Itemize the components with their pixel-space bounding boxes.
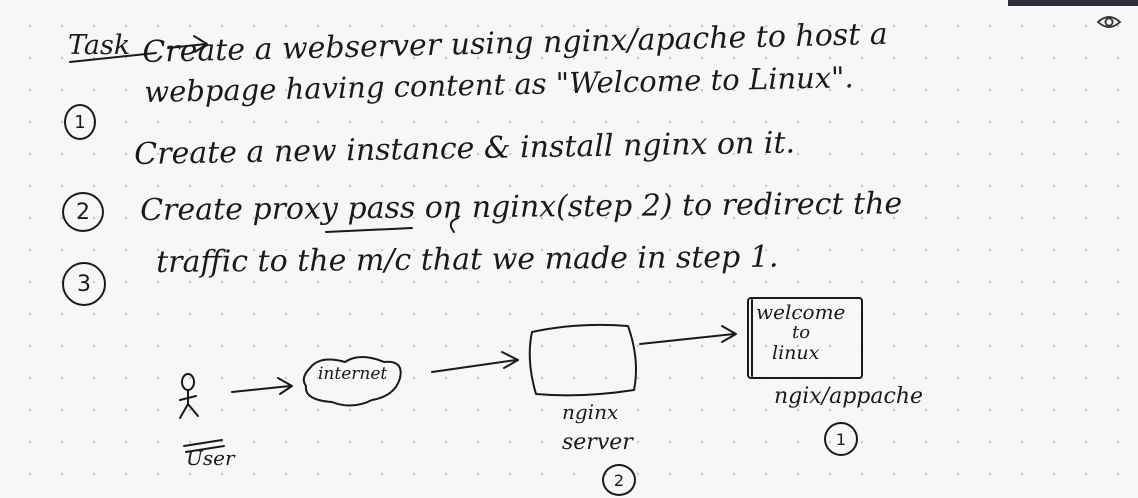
page-content-line-1: welcome — [756, 300, 846, 324]
arrow-user-to-internet — [231, 377, 293, 395]
nginx-label-bottom: server — [562, 430, 633, 455]
eye-icon[interactable] — [1096, 12, 1122, 32]
backend-label: ngix/appache — [774, 384, 924, 409]
user-head — [181, 373, 195, 391]
step-1-badge: 1 — [64, 104, 96, 140]
user-label: User — [186, 446, 235, 470]
backend-step-badge: 1 — [824, 422, 858, 456]
page-content-line-2: to — [792, 322, 811, 343]
arrow-internet-to-nginx — [431, 351, 519, 373]
task-arrow — [167, 35, 208, 53]
step-3-badge: 3 — [62, 262, 106, 306]
page-content-line-3: linux — [772, 342, 820, 364]
step-2-badge: 2 — [62, 192, 104, 232]
task-underline — [69, 52, 157, 63]
nginx-step-badge: 2 — [602, 464, 636, 496]
internet-cloud — [302, 356, 402, 407]
arrow-nginx-to-backend — [639, 325, 737, 345]
proxy-underline — [325, 227, 413, 233]
backend-page-box — [747, 297, 863, 379]
nginx-server-box — [528, 323, 637, 397]
pass-squiggle — [449, 217, 459, 233]
nginx-label-top: nginx — [562, 400, 619, 424]
user-underline — [183, 439, 225, 453]
task-heading: Task — [68, 30, 131, 61]
internet-label: internet — [318, 364, 388, 384]
top-toolbar-strip — [1008, 0, 1138, 6]
user-body — [179, 389, 199, 419]
